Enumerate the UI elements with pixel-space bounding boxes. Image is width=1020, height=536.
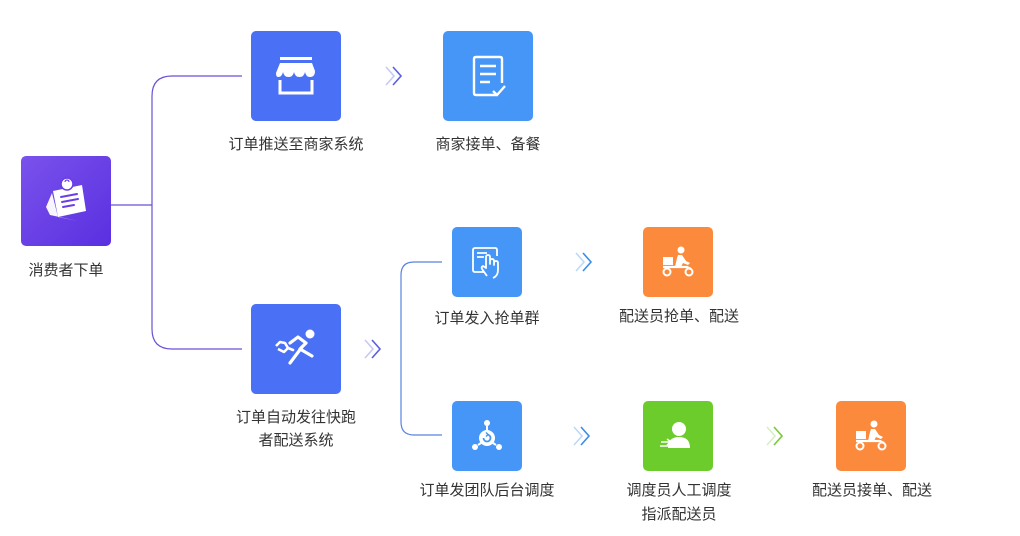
node-team-dispatch-label: 订单发团队后台调度	[419, 481, 555, 499]
touch-tablet-icon	[472, 247, 499, 279]
document-check-icon	[472, 55, 506, 97]
node-auto-dispatch	[251, 304, 341, 394]
delivery-scooter-icon	[855, 420, 887, 451]
node-push-merchant	[251, 31, 341, 121]
chevron-double-right-icon	[385, 66, 403, 86]
node-manual-dispatch	[643, 401, 713, 471]
node-manual-dispatch-label-line2: 指派配送员	[641, 505, 717, 523]
node-merchant-accept-label: 商家接单、备餐	[435, 135, 541, 153]
node-grab-group-label: 订单发入抢单群	[434, 309, 540, 327]
storefront-icon	[276, 57, 315, 95]
chevron-double-right-icon	[766, 426, 784, 446]
dispatch-hub-icon	[472, 420, 502, 450]
delivery-scooter-icon	[662, 246, 694, 277]
node-manual-dispatch-label-line1: 调度员人工调度	[626, 481, 732, 499]
node-rider-accept	[836, 401, 906, 471]
chevron-double-right-icon	[364, 339, 382, 359]
node-rider-accept-label: 配送员接单、配送	[811, 481, 933, 499]
chevron-double-right-icon	[575, 252, 593, 272]
node-merchant-accept	[443, 31, 533, 121]
node-push-merchant-label: 订单推送至商家系统	[228, 135, 364, 153]
node-grab-group	[452, 227, 522, 297]
chevron-double-right-icon	[573, 426, 591, 446]
node-auto-dispatch-label-line1: 订单自动发往快跑	[235, 408, 357, 426]
node-consumer-order	[21, 156, 111, 246]
connector-dispatch-branches	[400, 261, 442, 436]
node-rider-grab	[643, 227, 713, 297]
node-auto-dispatch-label-line2: 者配送系统	[258, 431, 334, 449]
sticky-note-pin-icon	[46, 177, 86, 221]
node-team-dispatch	[452, 401, 522, 471]
node-consumer-label: 消费者下单	[28, 261, 104, 279]
person-assign-icon	[660, 422, 690, 448]
runner-icon	[275, 329, 315, 365]
node-rider-grab-label: 配送员抢单、配送	[618, 307, 740, 325]
connector-consumer-branches	[151, 75, 242, 350]
